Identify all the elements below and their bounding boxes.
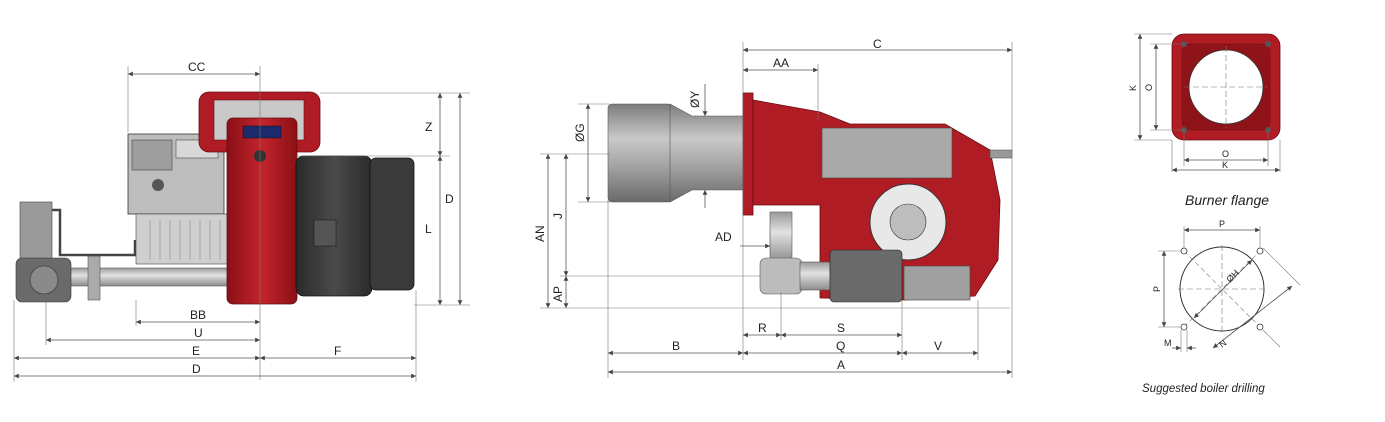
bolt-hole — [1180, 323, 1188, 331]
dim-label: N — [1217, 338, 1228, 350]
dim-label: AN — [533, 225, 547, 242]
gas-valve-assembly — [829, 249, 903, 303]
dim-label: S — [837, 321, 845, 335]
dim-label: BB — [190, 308, 206, 322]
gas-regulator-housing — [903, 265, 971, 301]
gas-valve-round — [29, 265, 59, 295]
upper-grey-cover — [821, 127, 953, 179]
flange-caption: Burner flange — [1185, 192, 1269, 208]
motor-fins — [149, 220, 221, 260]
blast-tube-cone — [669, 103, 746, 203]
dim-label: K — [1128, 85, 1138, 91]
control-box-panel — [131, 139, 173, 171]
dim-label: ØY — [688, 91, 702, 108]
dim-label: AP — [551, 286, 565, 302]
burner-flange-view: K O O K Burner flange — [1128, 33, 1281, 208]
bolt-hole — [1180, 247, 1188, 255]
blast-tube — [607, 103, 673, 203]
dim-label: AD — [715, 230, 732, 244]
front-view: C AA ØY ØG AN J AP AD — [533, 37, 1013, 378]
gas-horizontal-pipe — [799, 261, 831, 291]
control-knob — [152, 179, 164, 191]
side-view: CC Z L D BB U E F D — [13, 60, 470, 382]
gas-regulator — [19, 201, 53, 259]
dim-label: K — [1222, 160, 1228, 170]
housing-window — [313, 219, 337, 247]
dim-label: A — [837, 358, 845, 372]
dim-label: E — [192, 344, 200, 358]
dim-label: P — [1152, 286, 1162, 292]
dim-label: D — [445, 192, 454, 206]
red-burner-body — [226, 117, 298, 305]
front-dims: C AA ØY ØG AN J AP AD — [533, 37, 1013, 378]
gas-inlet-pipe — [769, 211, 793, 263]
drilling-caption: Suggested boiler drilling — [1142, 383, 1265, 395]
dim-label: AA — [773, 56, 789, 70]
dim-label: O — [1144, 84, 1154, 91]
gas-elbow — [759, 257, 803, 295]
dim-label: R — [758, 321, 767, 335]
motor — [135, 213, 233, 265]
dim-label: Z — [425, 120, 432, 134]
gas-train-flange — [87, 255, 101, 301]
pilot-line — [52, 208, 137, 257]
dim-label: L — [425, 222, 432, 236]
side-connector — [989, 149, 1013, 159]
dim-label: U — [194, 326, 203, 340]
dim-label: CC — [188, 60, 206, 74]
dim-label: D — [192, 362, 201, 376]
bolt-hole — [1256, 323, 1264, 331]
dim-label: Q — [836, 339, 845, 353]
dim-label: P — [1219, 219, 1225, 229]
bolt-hole — [1256, 247, 1264, 255]
dim-label: B — [672, 339, 680, 353]
fan-hub — [889, 203, 927, 241]
side-dims: CC Z L D BB U E F D — [13, 60, 470, 382]
dim-label: M — [1164, 338, 1172, 348]
dim-label: ØH — [1224, 268, 1241, 285]
dim-label: F — [334, 344, 341, 358]
dim-label: J — [551, 213, 565, 219]
dim-label: ØG — [573, 123, 587, 142]
fan-housing-cap — [369, 157, 415, 291]
burner-flange — [742, 92, 754, 216]
dim-label: O — [1222, 149, 1229, 159]
dim-label: V — [934, 339, 942, 353]
dim-label: C — [873, 37, 882, 51]
display — [242, 125, 282, 139]
boiler-drilling-view: ØH P P N M Suggested boiler drilling — [1142, 219, 1301, 395]
